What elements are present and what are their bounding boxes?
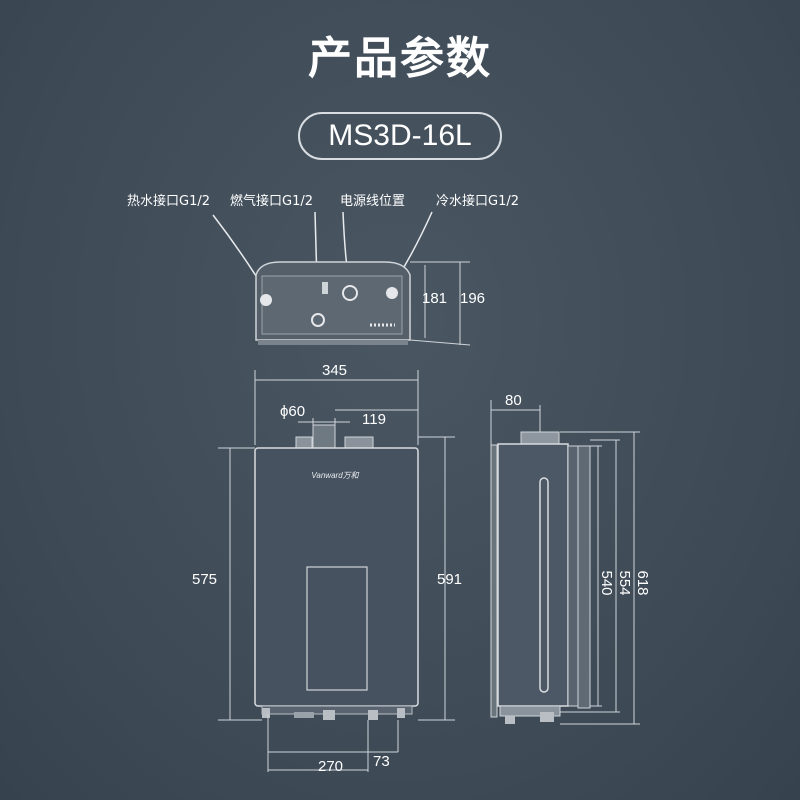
- dim-width: 345: [322, 362, 347, 379]
- dim-height-total: 591: [437, 571, 462, 588]
- dim-pipe-offset: 73: [373, 753, 390, 770]
- side-view: 80 540 554 618: [490, 392, 651, 725]
- label-hot-water: 热水接口G1/2: [127, 193, 210, 209]
- dim-depth-inner: 181: [422, 290, 447, 307]
- label-cold-water: 冷水接口G1/2: [436, 193, 519, 209]
- label-gas: 燃气接口G1/2: [230, 193, 313, 209]
- top-view: 热水接口G1/2 燃气接口G1/2 电源线位置 冷水接口G1/2: [127, 193, 519, 346]
- model-badge: MS3D-16L: [298, 112, 502, 160]
- dim-depth-outer: 196: [460, 290, 485, 307]
- dim-pipe-spacing: 270: [318, 758, 343, 775]
- dim-side-h2: 554: [616, 570, 633, 595]
- front-view: 345 ϕ60 119 Vanward万和: [192, 362, 462, 775]
- dim-side-h1: 540: [598, 570, 615, 595]
- dim-flue-offset: 119: [362, 411, 386, 428]
- page-title: 产品参数: [308, 33, 492, 84]
- brand-logo: Vanward万和: [311, 471, 359, 480]
- dim-flue-depth: 80: [505, 392, 522, 409]
- dim-side-h3: 618: [634, 570, 651, 595]
- dim-flue-diameter: ϕ60: [280, 403, 305, 420]
- dim-height-body: 575: [192, 571, 217, 588]
- label-power: 电源线位置: [340, 194, 405, 209]
